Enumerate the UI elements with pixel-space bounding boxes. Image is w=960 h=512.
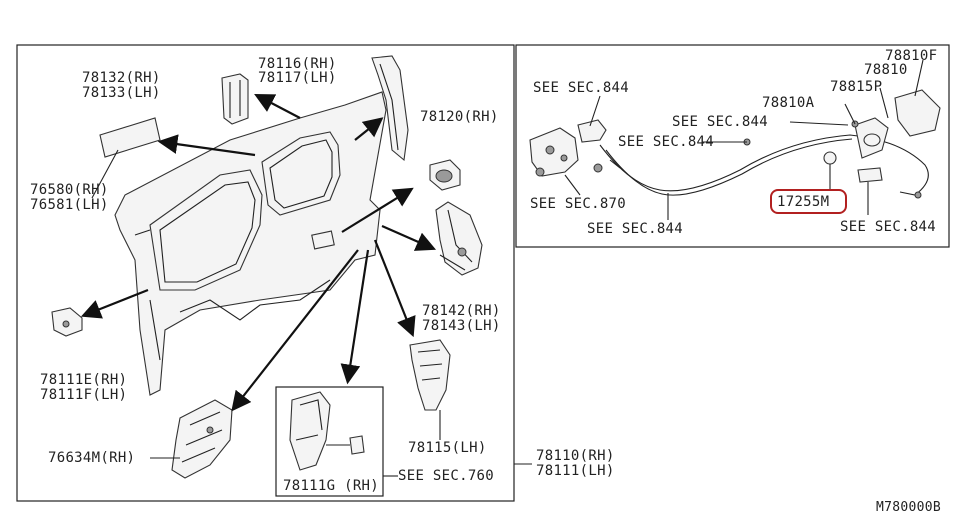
diagram-id: M780000B xyxy=(876,500,941,512)
label-see-sec-870: SEE SEC.870 xyxy=(530,196,626,212)
left-panel-arrows xyxy=(80,93,437,412)
label-78117: 78117(LH) xyxy=(258,70,337,86)
label-76580: 76580(RH) xyxy=(30,182,109,198)
label-78815P: 78815P xyxy=(830,79,882,95)
label-78142: 78142(RH) xyxy=(422,303,501,319)
label-see-sec-844-a: SEE SEC.844 xyxy=(533,80,629,96)
label-78115: 78115(LH) xyxy=(408,440,487,456)
label-see-sec-760: SEE SEC.760 xyxy=(398,468,494,484)
label-78810: 78810 xyxy=(864,62,908,78)
right-labels: 78810F 78810 78815P 78810A SEE SEC.844 S… xyxy=(530,48,937,237)
label-see-sec-844-b: SEE SEC.844 xyxy=(672,114,768,130)
part-17255M-clip xyxy=(823,151,837,165)
label-see-sec-844-d: SEE SEC.844 xyxy=(587,221,683,237)
label-76581: 76581(LH) xyxy=(30,197,109,213)
part-opener xyxy=(857,167,883,183)
inset-box xyxy=(275,386,384,497)
part-78120-grommet xyxy=(429,159,461,191)
label-78143: 78143(LH) xyxy=(422,318,501,334)
label-76634M: 76634M(RH) xyxy=(48,450,135,466)
part-fuel-lid xyxy=(894,89,941,137)
part-78132-bracket xyxy=(221,73,249,125)
label-17255M[interactable]: 17255M xyxy=(777,194,829,210)
label-78111F: 78111F(LH) xyxy=(40,387,127,403)
label-78133: 78133(LH) xyxy=(82,85,161,101)
label-78120: 78120(RH) xyxy=(420,109,499,125)
label-78111E: 78111E(RH) xyxy=(40,372,127,388)
fuel-lid-parts xyxy=(529,89,941,199)
part-78116-pillar xyxy=(371,55,409,162)
label-78111: 78111(LH) xyxy=(536,463,615,479)
label-see-sec-844-e: SEE SEC.844 xyxy=(840,219,936,235)
part-latch-bracket xyxy=(577,119,607,143)
part-78115-panel xyxy=(409,339,451,411)
left-leader-lines xyxy=(91,149,532,477)
right-panel-frame xyxy=(515,44,950,248)
right-leader-lines xyxy=(564,59,924,220)
part-78142-bracket xyxy=(435,201,483,276)
part-76634M-panel xyxy=(171,399,233,479)
left-labels: 78132(RH) 78133(LH) 78116(RH) 78117(LH) … xyxy=(30,56,615,494)
highlight-17255M[interactable] xyxy=(770,189,847,214)
label-see-sec-844-c: SEE SEC.844 xyxy=(618,134,714,150)
label-78111G: 78111G (RH) xyxy=(283,478,379,494)
label-78810F: 78810F xyxy=(885,48,937,64)
part-78111G-bracket xyxy=(289,391,365,471)
part-78111E-bracket xyxy=(51,307,83,337)
part-76580-strip xyxy=(99,117,161,158)
left-panel-frame xyxy=(16,44,515,502)
body-side-panel xyxy=(114,91,387,396)
label-78810A: 78810A xyxy=(762,95,815,111)
label-78116: 78116(RH) xyxy=(258,56,337,72)
label-78132: 78132(RH) xyxy=(82,70,161,86)
label-78110: 78110(RH) xyxy=(536,448,615,464)
